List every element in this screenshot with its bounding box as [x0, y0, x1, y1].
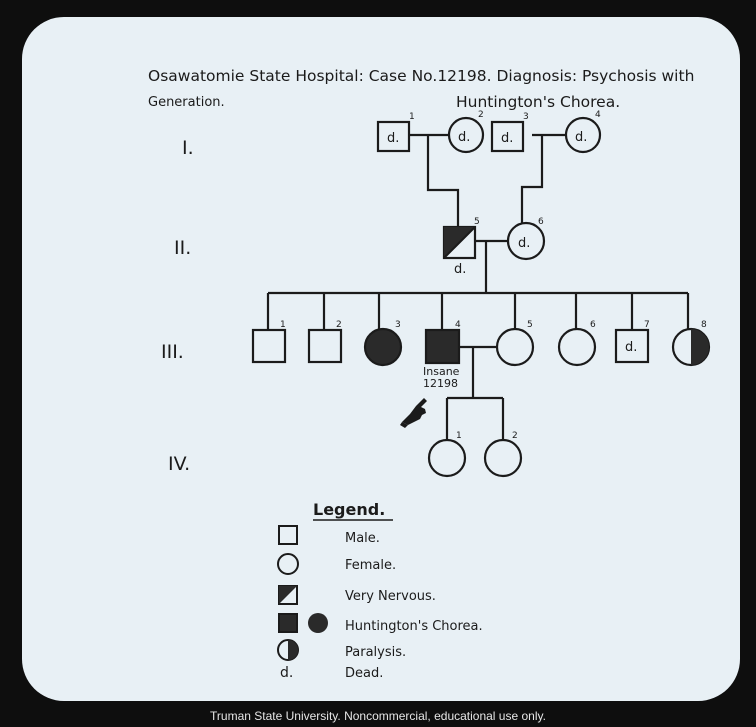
- gen3-individual-3: 3: [363, 320, 403, 367]
- generation-label-iv: IV.: [168, 453, 190, 475]
- gen1-individual-1: d. 1: [376, 112, 415, 153]
- svg-text:d.: d.: [387, 131, 399, 146]
- svg-text:d.: d.: [501, 131, 513, 146]
- proband-note-insane: Insane: [423, 365, 460, 378]
- legend-label-paralysis: Paralysis.: [345, 645, 406, 660]
- gen3-individual-5: 5: [495, 320, 535, 367]
- proband-note-case-number: 12198: [423, 377, 458, 390]
- title-line-2: Huntington's Chorea.: [456, 93, 620, 111]
- svg-text:5: 5: [527, 320, 533, 330]
- legend-dead-symbol: d.: [280, 665, 293, 681]
- svg-text:2: 2: [512, 431, 518, 441]
- gen4-individual-1: 1: [427, 431, 467, 478]
- gen1-individual-2: d. 2: [447, 110, 485, 154]
- credit-line: Truman State University. Noncommercial, …: [210, 709, 546, 723]
- svg-text:d.: d.: [518, 236, 530, 251]
- legend-female-symbol: [277, 553, 299, 575]
- gen2-individual-5: d. 5: [442, 217, 480, 277]
- lantern-slide: Osawatomie State Hospital: Case No.12198…: [22, 17, 740, 701]
- pointing-hand-icon: [400, 398, 427, 428]
- svg-text:3: 3: [395, 320, 401, 330]
- legend-label-very-nervous: Very Nervous.: [345, 589, 436, 604]
- generation-label-ii: II.: [174, 237, 191, 259]
- gen1-individual-4: d. 4: [564, 110, 602, 154]
- svg-text:8: 8: [701, 320, 707, 330]
- generation-label-iii: III.: [161, 341, 184, 363]
- svg-text:2: 2: [336, 320, 342, 330]
- svg-text:4: 4: [455, 320, 461, 330]
- svg-text:d.: d.: [625, 340, 637, 355]
- gen2-individual-6: d. 6: [506, 217, 546, 261]
- svg-text:d.: d.: [454, 262, 466, 277]
- gen3-individual-6: 6: [557, 320, 597, 367]
- legend-label-huntington: Huntington's Chorea.: [345, 619, 483, 634]
- svg-text:1: 1: [280, 320, 286, 330]
- svg-text:d.: d.: [458, 130, 470, 145]
- gen4-individual-2: 2: [483, 431, 523, 478]
- svg-text:7: 7: [644, 320, 650, 330]
- svg-text:5: 5: [474, 217, 480, 227]
- legend-label-male: Male.: [345, 531, 380, 546]
- legend-title: Legend.: [313, 500, 385, 519]
- legend-male-symbol: [278, 525, 298, 545]
- svg-text:d.: d.: [575, 130, 587, 145]
- legend-label-female: Female.: [345, 558, 396, 573]
- gen3-individual-8: 8: [671, 320, 711, 367]
- legend: Legend. Male. Female. Very Nervous. Hunt…: [277, 500, 483, 681]
- generation-label-i: I.: [182, 137, 194, 159]
- legend-label-dead: Dead.: [345, 666, 383, 681]
- pedigree-chart: Osawatomie State Hospital: Case No.12198…: [148, 67, 711, 681]
- svg-text:1: 1: [409, 112, 415, 122]
- svg-text:2: 2: [478, 110, 484, 120]
- svg-text:1: 1: [456, 431, 462, 441]
- title-line-1: Osawatomie State Hospital: Case No.12198…: [148, 67, 694, 85]
- legend-huntington-symbol: [278, 613, 328, 633]
- generation-heading: Generation.: [148, 95, 225, 110]
- gen4-sibship-line: [445, 396, 505, 441]
- gen1-right-descent-line: [520, 135, 544, 224]
- legend-paralysis-symbol: [277, 639, 299, 661]
- gen3-individual-2: 2: [307, 320, 343, 364]
- legend-very-nervous-symbol: [278, 585, 298, 605]
- svg-text:3: 3: [523, 112, 529, 122]
- svg-text:6: 6: [538, 217, 544, 227]
- gen3-individual-1: 1: [251, 320, 287, 364]
- gen1-left-descent-line: [426, 135, 460, 227]
- gen3-individual-7: d. 7: [614, 320, 650, 364]
- gen3-individual-4-proband: 4 Insane 12198: [423, 320, 461, 390]
- svg-text:4: 4: [595, 110, 601, 120]
- svg-text:6: 6: [590, 320, 596, 330]
- gen1-individual-3: d. 3: [490, 112, 529, 153]
